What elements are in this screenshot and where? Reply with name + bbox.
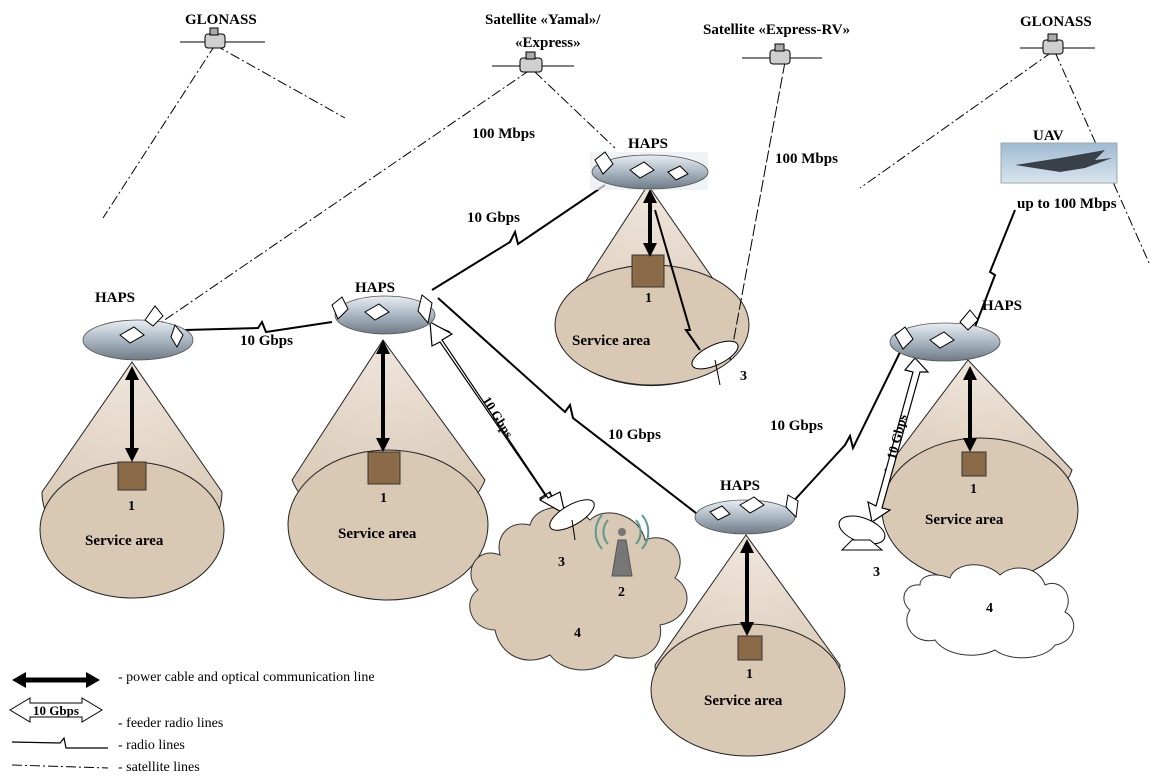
cloud-right-number: 4 [986,601,993,616]
area-5-number: 1 [970,482,977,497]
haps-bottom [694,494,799,535]
area-2-label: Service area [338,526,417,542]
haps-left-label: HAPS [95,290,135,306]
haps-top [590,151,709,190]
sat-link-right-rate: 100 Mbps [775,151,838,167]
service-area-5: 1 Service area [881,359,1079,583]
uav-label: UAV [1033,128,1064,144]
sat-link-left-rate: 100 Mbps [472,126,535,142]
base-station-number: 2 [618,585,625,600]
service-area-2: 1 Service area [287,339,489,601]
express-rv-label: Satellite «Express-RV» [703,22,850,38]
glonass-left-label: GLONASS [185,12,257,28]
area-5-label: Service area [925,512,1004,528]
haps-right-label: HAPS [982,298,1022,314]
base-station-tower [594,514,650,577]
ground-station-top [691,340,739,386]
link-left-mid-rate: 10 Gbps [240,333,293,349]
satellite-yamal [492,51,574,73]
ground-station-right-number: 3 [873,565,880,580]
area-1-label: Service area [85,533,164,549]
satellite-glonass-left [180,27,265,49]
area-1-number: 1 [128,499,135,514]
satellite-glonass-right [1020,33,1095,55]
power-cable-lines [125,189,977,636]
area-3-label: Service area [572,333,651,349]
area-4-label: Service area [704,693,783,709]
legend-feeder: - feeder radio lines [118,716,223,731]
radio-lines [184,184,1016,521]
cloud-network-mid: 4 [469,506,688,671]
haps-left [82,305,194,361]
legend-power-cable-symbol [12,672,100,688]
ground-station-mid [549,499,595,541]
haps-mid [331,294,436,335]
yamal-label-line2: «Express» [515,35,581,51]
ground-station-right [838,515,886,551]
area-3-number: 1 [645,291,652,306]
cloud-mid-number: 4 [574,626,581,641]
uav-rate: up to 100 Mbps [1017,196,1117,212]
yamal-label-line1: Satellite «Yamal»/ [485,12,601,28]
legend-feeder-symbol: 10 Gbps [9,697,103,723]
legend-power-cable: - power cable and optical communication … [118,670,375,685]
legend-feeder-icon-text: 10 Gbps [33,703,79,718]
satellite-express-rv [742,43,822,65]
link-bottom-right-rate: 10 Gbps [770,418,823,434]
haps-bottom-label: HAPS [720,478,760,494]
glonass-right-label: GLONASS [1020,14,1092,30]
haps-top-label: HAPS [628,136,668,152]
legend-satellite-symbol [11,764,109,769]
link-mid-bottom-rate: 10 Gbps [608,427,661,443]
haps-mid-label: HAPS [355,280,395,296]
legend-radio: - radio lines [118,738,185,753]
uav-image [1000,142,1118,184]
cloud-network-right: 4 [903,564,1075,659]
legend-satellite: - satellite lines [118,760,200,775]
area-2-number: 1 [380,491,387,506]
ground-station-top-number: 3 [740,369,747,384]
legend: - power cable and optical communication … [9,670,375,775]
legend-radio-symbol [11,736,108,749]
area-4-number: 1 [746,667,753,682]
ground-station-mid-number: 3 [558,555,565,570]
haps-right [889,309,1001,362]
link-mid-top-rate: 10 Gbps [467,210,520,226]
feeder-mid-rate: 10 Gbps [479,394,516,441]
